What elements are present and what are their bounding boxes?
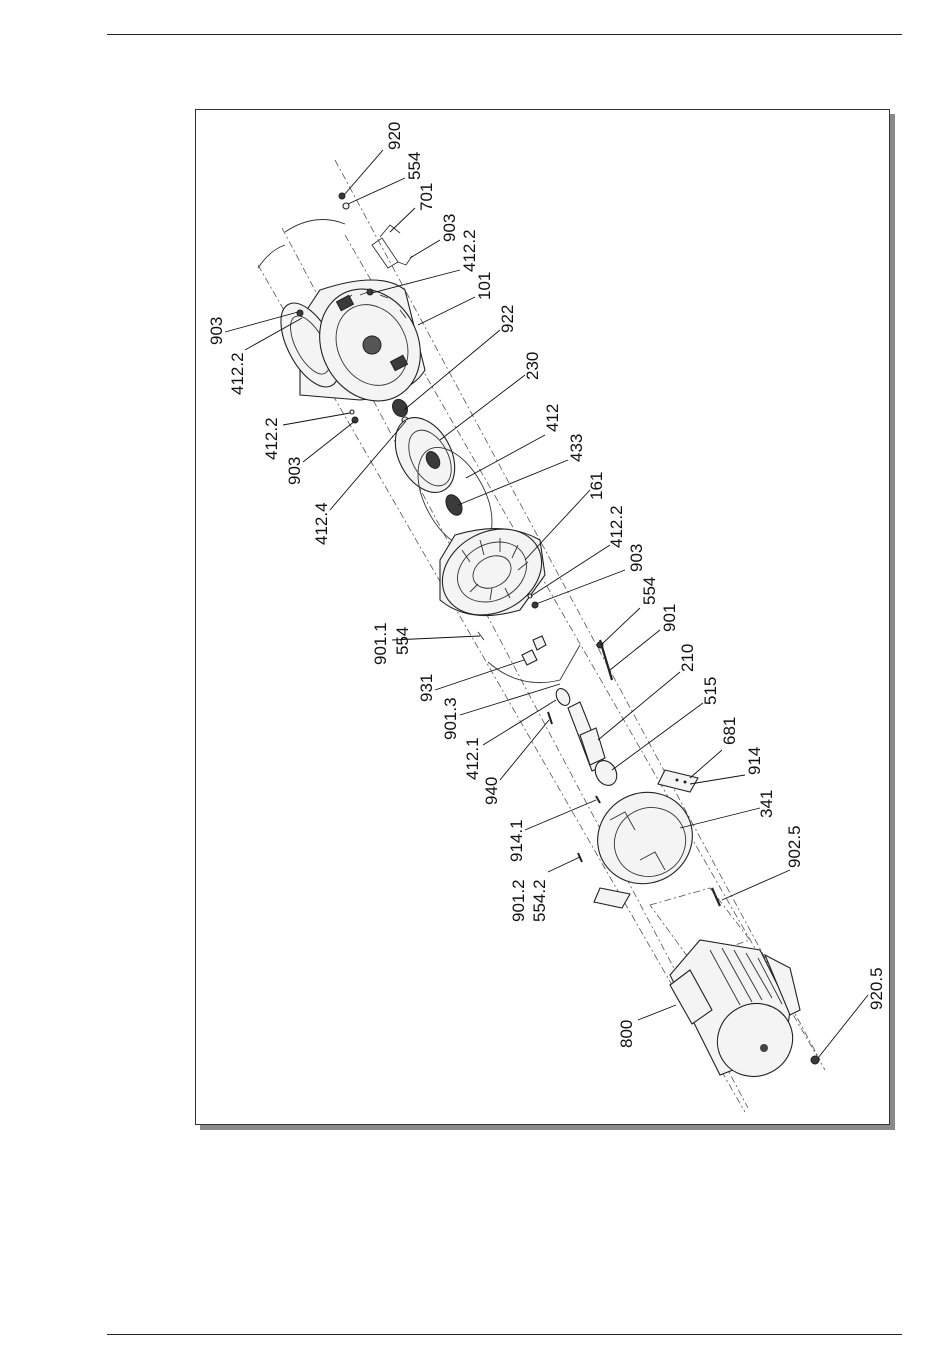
label-554-mid: 554 bbox=[640, 577, 659, 605]
label-412: 412 bbox=[543, 404, 562, 432]
label-901-1: 901.1 bbox=[371, 622, 390, 665]
label-412-2-top: 412.2 bbox=[460, 229, 479, 272]
label-433: 433 bbox=[567, 434, 586, 462]
impeller-230 bbox=[383, 407, 466, 502]
washer-554-right bbox=[597, 642, 603, 648]
label-412-2-left1: 412.2 bbox=[228, 352, 247, 395]
label-901-3: 901.3 bbox=[441, 697, 460, 740]
label-914-1: 914.1 bbox=[507, 819, 526, 862]
label-554-top: 554 bbox=[405, 152, 424, 180]
stud-902-5 bbox=[712, 888, 720, 906]
motor-800 bbox=[670, 940, 805, 1090]
label-920-5: 920.5 bbox=[867, 967, 886, 1010]
oring-412-2-left2 bbox=[350, 410, 354, 414]
shaft-210 bbox=[568, 702, 605, 771]
drawing-parts: 920 554 701 903 412.2 101 922 230 412 43… bbox=[207, 122, 886, 1112]
label-681: 681 bbox=[720, 717, 739, 745]
label-940: 940 bbox=[482, 777, 501, 805]
label-701: 701 bbox=[417, 183, 436, 211]
label-161: 161 bbox=[587, 472, 606, 500]
mech-seal-433 bbox=[443, 492, 466, 518]
label-230: 230 bbox=[523, 352, 542, 380]
label-901-2: 901.2 bbox=[509, 879, 528, 922]
label-800: 800 bbox=[617, 1020, 636, 1048]
label-914: 914 bbox=[745, 747, 764, 775]
label-903-mid: 903 bbox=[627, 544, 646, 572]
part-labels: 920 554 701 903 412.2 101 922 230 412 43… bbox=[207, 122, 886, 1048]
plug-903-top bbox=[367, 289, 373, 295]
label-412-4: 412.4 bbox=[312, 502, 331, 545]
footer-rule bbox=[107, 1334, 902, 1335]
label-210: 210 bbox=[678, 644, 697, 672]
casing-101 bbox=[269, 271, 440, 418]
key-940 bbox=[548, 712, 552, 724]
label-554-left: 554 bbox=[393, 627, 412, 655]
label-901: 901 bbox=[660, 604, 679, 632]
label-903-left2: 903 bbox=[285, 457, 304, 485]
drive-lantern-341 bbox=[581, 776, 708, 901]
screw-914-1 bbox=[596, 796, 600, 803]
screw-920-top bbox=[339, 193, 345, 199]
label-101: 101 bbox=[475, 272, 494, 300]
vent-pipe-701 bbox=[372, 225, 412, 268]
label-920-top: 920 bbox=[385, 122, 404, 150]
label-554-2: 554.2 bbox=[530, 879, 549, 922]
lock-washer-931 bbox=[522, 650, 537, 665]
nut-920-5 bbox=[811, 1056, 819, 1064]
plug-903-mid bbox=[532, 602, 538, 608]
casing-cover-161 bbox=[427, 512, 556, 631]
label-922: 922 bbox=[498, 305, 517, 333]
label-515: 515 bbox=[701, 677, 720, 705]
guard-681-lower bbox=[594, 888, 630, 908]
oring-412-1 bbox=[553, 686, 572, 708]
label-412-1: 412.1 bbox=[463, 737, 482, 780]
label-903-left1: 903 bbox=[207, 317, 226, 345]
cover-outline bbox=[488, 645, 580, 683]
label-902-5: 902.5 bbox=[785, 825, 804, 868]
washer-554-mid bbox=[533, 636, 546, 650]
label-931: 931 bbox=[417, 674, 436, 702]
label-903-top: 903 bbox=[440, 214, 459, 242]
label-412-2-left2: 412.2 bbox=[262, 417, 281, 460]
plug-903-left bbox=[297, 310, 303, 316]
label-341: 341 bbox=[757, 790, 776, 818]
label-412-2-mid: 412.2 bbox=[607, 505, 626, 548]
